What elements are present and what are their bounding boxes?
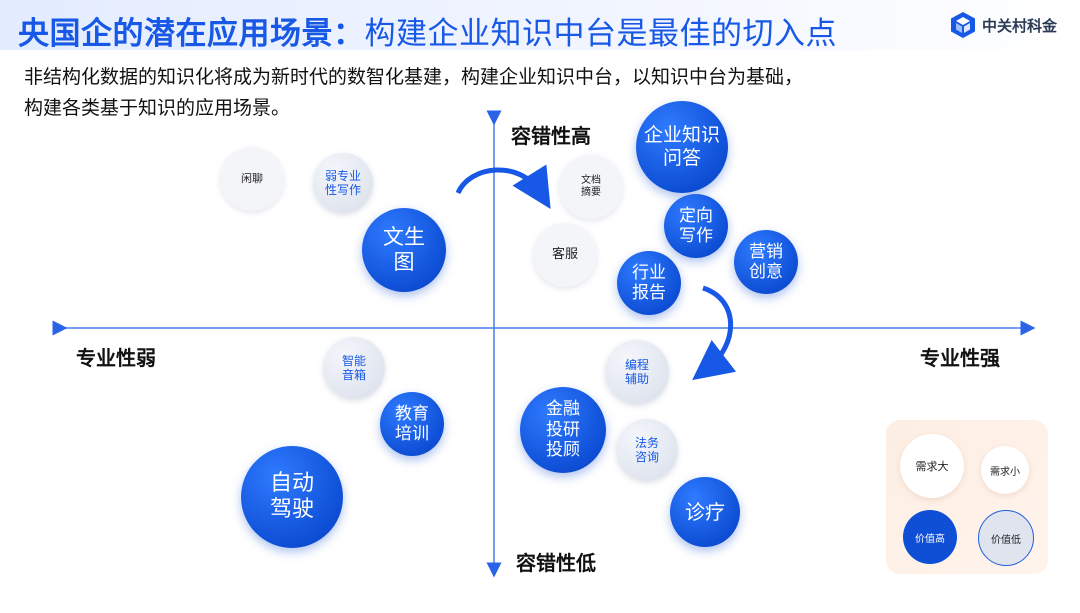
scenario-bubble: 诊疗 bbox=[670, 477, 740, 547]
curved-arrow-right bbox=[692, 285, 737, 381]
scenario-bubble: 行业 报告 bbox=[617, 251, 681, 315]
legend: 需求大 需求小 价值高 价值低 bbox=[886, 420, 1048, 574]
title-main: 央国企的潜在应用场景： bbox=[18, 16, 365, 52]
axis-label-left: 专业性弱 bbox=[76, 346, 156, 370]
scenario-bubble: 法务 咨询 bbox=[616, 419, 678, 481]
scenario-bubble: 文生 图 bbox=[362, 208, 446, 292]
scenario-bubble: 弱专业 性写作 bbox=[313, 153, 373, 213]
scenario-bubble: 文档 摘要 bbox=[559, 155, 623, 219]
brand-name: 中关村科金 bbox=[982, 16, 1058, 35]
axis-label-bottom: 容错性低 bbox=[516, 551, 596, 575]
scenario-bubble: 闲聊 bbox=[220, 147, 284, 211]
axis-label-top: 容错性高 bbox=[511, 124, 591, 148]
axis-label-right: 专业性强 bbox=[920, 346, 1000, 370]
scenario-bubble: 金融 投研 投顾 bbox=[520, 387, 606, 473]
scenario-bubble: 客服 bbox=[533, 223, 597, 287]
scenario-bubble: 编程 辅助 bbox=[605, 340, 669, 404]
description: 非结构化数据的知识化将成为新时代的数智化基建，构建企业知识中台，以知识中台为基础… bbox=[24, 62, 1064, 124]
legend-value-high: 价值高 bbox=[903, 510, 957, 564]
curved-arrow-top bbox=[455, 164, 551, 209]
description-line-1: 非结构化数据的知识化将成为新时代的数智化基建，构建企业知识中台，以知识中台为基础… bbox=[24, 66, 804, 88]
scenario-bubble: 营销 创意 bbox=[734, 230, 798, 294]
page-title: 央国企的潜在应用场景：构建企业知识中台是最佳的切入点 bbox=[18, 8, 837, 53]
scenario-bubble: 定向 写作 bbox=[664, 194, 728, 258]
scenario-bubble: 企业知识 问答 bbox=[636, 101, 728, 193]
scenario-bubble: 自动 驾驶 bbox=[241, 446, 343, 548]
title-sub: 构建企业知识中台是最佳的切入点 bbox=[364, 16, 837, 52]
brand-logo: 中关村科金 bbox=[950, 11, 1057, 39]
cube-logo-icon bbox=[951, 12, 975, 38]
legend-demand-large: 需求大 bbox=[900, 434, 964, 498]
legend-value-low: 价值低 bbox=[978, 510, 1034, 566]
legend-demand-small: 需求小 bbox=[981, 446, 1029, 494]
description-line-2: 构建各类基于知识的应用场景。 bbox=[24, 97, 291, 119]
scenario-bubble: 智能 音箱 bbox=[323, 337, 385, 399]
scenario-bubble: 教育 培训 bbox=[380, 392, 444, 456]
title-bar bbox=[0, 0, 1080, 50]
